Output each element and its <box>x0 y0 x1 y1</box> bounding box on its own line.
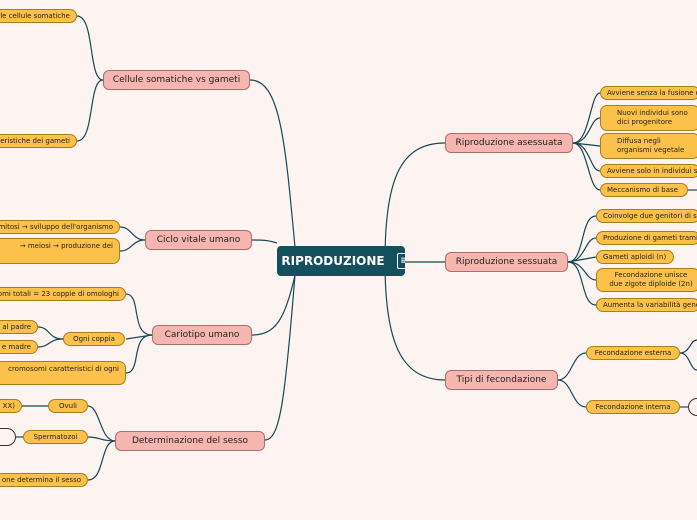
root-label: RIPRODUZIONE <box>281 254 385 268</box>
sub-node-label: Fecondazione esterna <box>594 348 672 357</box>
sub-node[interactable]: al padre <box>0 320 38 334</box>
main-node-label: Riproduzione sessuata <box>455 257 558 267</box>
main-node-fecondazione[interactable]: Tipi di fecondazione <box>445 370 558 390</box>
sub-node-label: Ogni coppia <box>73 334 115 343</box>
sub-node-label: XX) <box>2 401 15 410</box>
sub-node-label: cromosomi caratteristici di ogni <box>8 365 119 373</box>
sub-node[interactable]: Avviene solo in individui s <box>600 164 697 178</box>
sub-node[interactable]: Fecondazione unisce due zigote diploide … <box>596 268 697 292</box>
sub-node-label: Aumenta la variabilità gene <box>603 300 697 309</box>
sub-node[interactable]: omi totali = 23 coppie di omologhi <box>0 287 126 301</box>
sub-node-label: mitosi → sviluppo dell'organismo <box>0 222 113 231</box>
sub-node[interactable]: one determina il sesso <box>0 473 88 487</box>
sub-node[interactable]: Diffusa negli organismi vegetale <box>600 133 697 159</box>
main-node-ciclo[interactable]: Ciclo vitale umano <box>145 230 252 250</box>
notes-icon[interactable]: ≡ <box>397 253 405 269</box>
root-node[interactable]: RIPRODUZIONE ≡ <box>277 246 405 276</box>
sub-node-label: e madre <box>1 342 31 351</box>
main-node-label: Tipi di fecondazione <box>456 375 547 385</box>
sub-node[interactable]: Ogni coppia <box>63 332 125 346</box>
sub-node[interactable]: cromosomi caratteristici di ogni <box>0 361 126 385</box>
sub-node[interactable]: mitosi → sviluppo dell'organismo <box>0 220 120 234</box>
sub-node[interactable]: Produzione di gameti tramit <box>596 231 697 245</box>
sub-node[interactable]: Ovuli <box>48 399 88 413</box>
sub-node-label: omi totali = 23 coppie di omologhi <box>0 289 119 298</box>
sub-node-label: Coinvolge due genitori di s <box>603 211 697 220</box>
sub-node-label: Avviene senza la fusione d <box>607 88 697 97</box>
sub-node[interactable]: Aumenta la variabilità gene <box>596 298 697 312</box>
main-node-somatiche[interactable]: Cellule somatiche vs gameti <box>103 70 250 90</box>
sub-node[interactable]: Coinvolge due genitori di s <box>596 209 697 223</box>
sub-node[interactable]: → meiosi → produzione dei <box>0 238 120 264</box>
sub-node[interactable]: Fecondazione interna <box>586 400 680 414</box>
sub-node[interactable]: Nuovi individui sono dici progenitore <box>600 105 697 131</box>
sub-node[interactable]: le cellule somatiche <box>0 9 77 23</box>
sub-node-label: Gameti aploidi (n) <box>603 252 667 261</box>
main-node-asessuata[interactable]: Riproduzione asessuata <box>445 133 573 153</box>
sub-node[interactable]: Avviene senza la fusione d <box>600 86 697 100</box>
sub-node[interactable]: Fecondazione esterna <box>586 346 680 360</box>
main-node-label: Ciclo vitale umano <box>156 235 241 245</box>
main-node-label: Riproduzione asessuata <box>455 138 563 148</box>
main-node-sesso[interactable]: Determinazione del sesso <box>115 431 265 451</box>
sub-node-label: Nuovi individui sono dici progenitore <box>617 109 688 126</box>
sub-node-label: one determina il sesso <box>1 475 81 484</box>
sub-node-label: eristiche dei gameti <box>0 136 70 145</box>
sub-node-label: Meccanismo di base <box>607 185 678 194</box>
sub-node[interactable]: Spermatozoi <box>23 430 88 444</box>
main-node-cariotipo[interactable]: Cariotipo umano <box>152 325 252 345</box>
sub-node-label: al padre <box>2 322 31 331</box>
sub-node-label: Ovuli <box>59 401 77 410</box>
empty-node[interactable] <box>0 428 16 446</box>
sub-node-label: le cellule somatiche <box>0 11 70 20</box>
sub-node-label: Fecondazione interna <box>595 402 671 411</box>
sub-node-label: Avviene solo in individui s <box>607 166 697 175</box>
sub-node[interactable]: Meccanismo di base <box>600 183 688 197</box>
main-node-label: Cariotipo umano <box>164 330 240 340</box>
sub-node[interactable]: Gameti aploidi (n) <box>596 250 674 264</box>
sub-node[interactable]: e madre <box>0 340 38 354</box>
main-node-sessuata[interactable]: Riproduzione sessuata <box>445 252 568 272</box>
sub-node[interactable]: XX) <box>0 399 22 413</box>
sub-node-label: Fecondazione unisce due zigote diploide … <box>609 271 693 288</box>
sub-node[interactable]: eristiche dei gameti <box>0 134 77 148</box>
main-node-label: Determinazione del sesso <box>131 436 249 446</box>
sub-node-label: → meiosi → produzione dei <box>19 242 113 250</box>
main-node-label: Cellule somatiche vs gameti <box>112 75 241 85</box>
sub-node-label: Diffusa negli organismi vegetale <box>617 137 685 154</box>
sub-node-label: Spermatozoi <box>33 432 78 441</box>
sub-node-label: Produzione di gameti tramit <box>603 233 697 242</box>
